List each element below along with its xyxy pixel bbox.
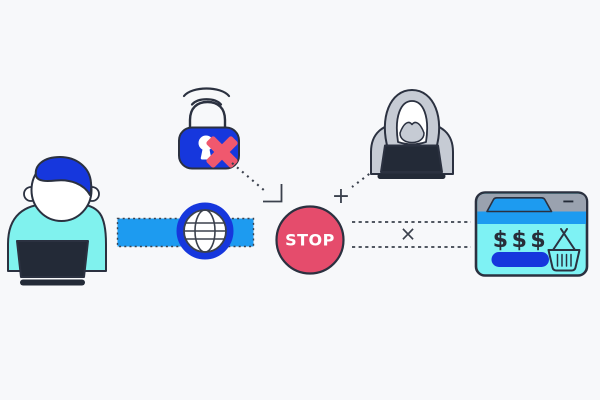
stop-circle xyxy=(275,205,345,275)
hacker-at-laptop xyxy=(370,89,454,179)
stop-sign: STOP xyxy=(275,205,345,275)
browser-addressbar xyxy=(477,211,586,224)
browser-tab xyxy=(486,197,553,213)
globe-parallels xyxy=(184,222,226,240)
plus-icon: + xyxy=(332,184,350,209)
hacker-laptop-base xyxy=(377,173,446,179)
basket-handles xyxy=(552,228,576,251)
minimize-icon: − xyxy=(562,192,575,211)
dotted-line-lock xyxy=(231,162,266,192)
hacker-mask xyxy=(399,121,425,144)
wifi-icon xyxy=(182,87,231,106)
shopping-site-window: − $$$ xyxy=(474,191,589,277)
stop-label: STOP xyxy=(285,231,335,250)
lock-shackle xyxy=(188,100,227,135)
user-at-laptop xyxy=(7,156,107,286)
buy-button xyxy=(491,252,549,267)
user-laptop-screen xyxy=(16,240,89,278)
cross-icon: × xyxy=(400,222,417,246)
user-hair xyxy=(34,156,93,196)
user-laptop-base xyxy=(20,279,85,286)
basket-icon xyxy=(547,228,581,272)
blocked-connection-lock xyxy=(178,87,240,170)
blocked-connection-lines: × xyxy=(352,221,471,248)
hacker-laptop-screen xyxy=(380,144,443,173)
price-label: $$$ xyxy=(493,228,549,253)
red-x-icon xyxy=(206,136,238,168)
basket-body xyxy=(547,249,581,272)
arrow-lock-to-stop xyxy=(231,162,283,203)
elbow-terminal xyxy=(263,184,283,203)
lock-keyhole-stem xyxy=(200,147,212,160)
globe-icon xyxy=(176,202,234,260)
basket-slats xyxy=(556,253,572,267)
